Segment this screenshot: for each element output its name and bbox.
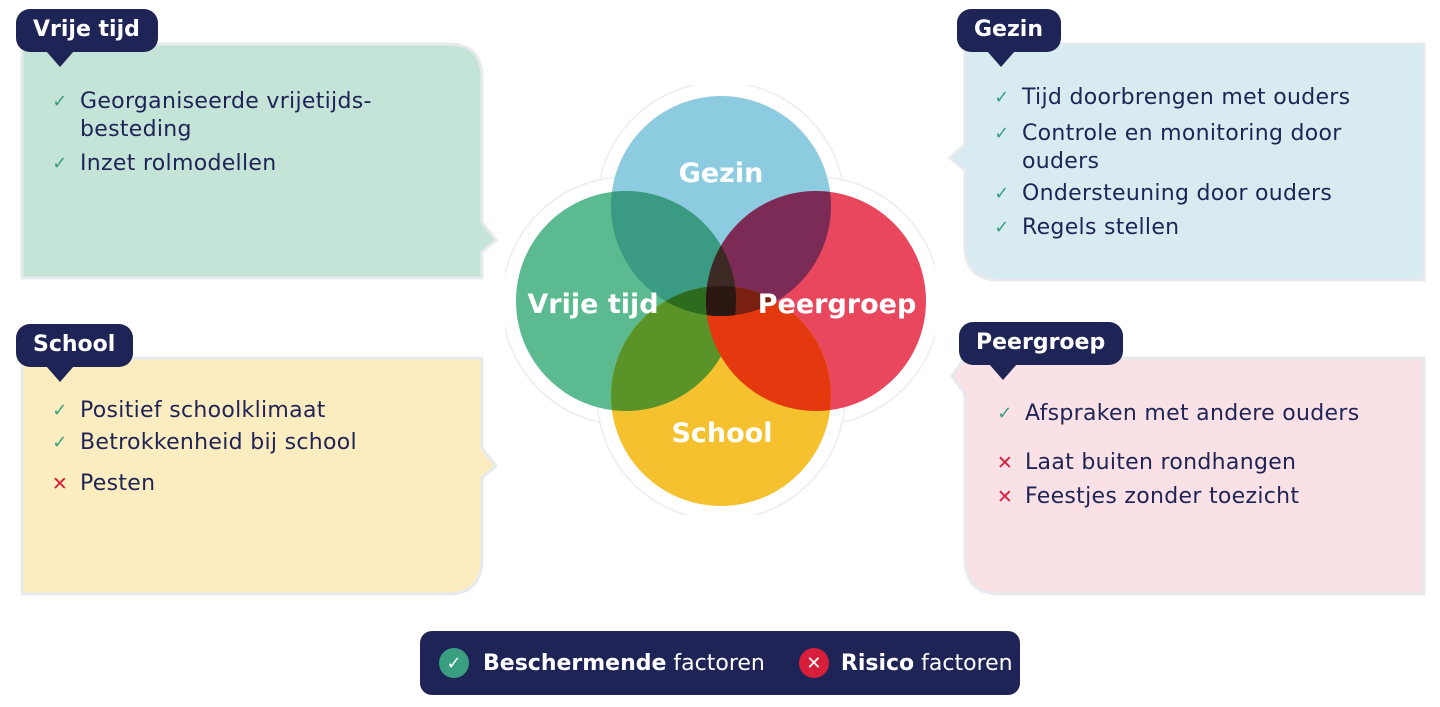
cross-icon: ✕ [51, 473, 69, 495]
panel-vrije-tijd-title: Vrije tijd [16, 9, 158, 67]
panel-vrije-tijd-list: ✓Georganiseerde vrijetijds-besteding ✓In… [50, 88, 470, 178]
panel-peergroep-list: ✓Afspraken met andere ouders ✕Laat buite… [995, 400, 1435, 511]
check-icon: ✓ [52, 400, 68, 421]
list-item: ✓Positief schoolklimaat [50, 397, 470, 425]
list-item: ✓Regels stellen [992, 214, 1432, 242]
panel-gezin-list: ✓Tijd doorbrengen met ouders ✓Controle e… [992, 84, 1432, 242]
venn-label-peergroep: Peergroep [758, 289, 917, 320]
cross-circle-icon: ✕ [798, 648, 829, 678]
list-item: ✓Betrokkenheid bij school [50, 429, 470, 457]
venn-label-school: School [671, 418, 772, 449]
cross-icon: ✕ [996, 486, 1014, 508]
legend: ✓ Beschermende factoren ✕ Risico factore… [420, 631, 1020, 695]
list-item: ✓Inzet rolmodellen [50, 150, 470, 178]
venn-diagram: Gezin Vrije tijd Peergroep School [505, 85, 935, 515]
check-icon: ✓ [994, 217, 1010, 238]
panel-gezin-bubble [947, 42, 1426, 282]
check-icon: ✓ [997, 403, 1013, 424]
list-item: ✓Ondersteuning door ouders [992, 180, 1432, 208]
cross-icon: ✕ [996, 452, 1014, 474]
check-icon: ✓ [52, 91, 68, 112]
check-icon: ✓ [994, 87, 1010, 108]
panel-vrije-tijd-bubble [20, 42, 499, 280]
panel-school-list: ✓Positief schoolklimaat ✓Betrokkenheid b… [50, 397, 470, 498]
panel-peergroep-title: Peergroep [959, 322, 1124, 380]
panel-school: School ✓Positief schoolklimaat ✓Betrokke… [0, 318, 500, 608]
check-circle-icon: ✓ [439, 648, 469, 678]
panel-gezin: Gezin ✓Tijd doorbrengen met ouders ✓Cont… [940, 0, 1440, 290]
list-item: ✕Laat buiten rondhangen [996, 450, 1297, 475]
list-item: ✓Afspraken met andere ouders [995, 400, 1435, 428]
list-item: ✓Georganiseerde vrijetijds-besteding [50, 88, 470, 144]
venn-label-vrije-tijd: Vrije tijd [527, 289, 658, 320]
legend-risk: ✕ Risico factoren [798, 648, 1013, 678]
venn-label-gezin: Gezin [679, 158, 764, 189]
panel-school-title: School [16, 324, 134, 382]
check-icon: ✓ [52, 432, 68, 453]
legend-protective: ✓ Beschermende factoren [439, 648, 765, 678]
list-item: ✓Tijd doorbrengen met ouders [992, 84, 1432, 112]
panel-vrije-tijd: Vrije tijd ✓Georganiseerde vrijetijds-be… [0, 0, 500, 290]
panel-school-bubble [20, 356, 499, 596]
check-icon: ✓ [994, 123, 1010, 144]
panel-peergroep: Peergroep ✓Afspraken met andere ouders ✕… [940, 318, 1440, 608]
check-icon: ✓ [52, 153, 68, 174]
panel-gezin-title: Gezin [957, 9, 1061, 67]
list-item: ✕Pesten [51, 471, 156, 496]
check-icon: ✓ [994, 183, 1010, 204]
panel-peergroep-bubble [950, 356, 1426, 596]
list-item: ✕Feestjes zonder toezicht [996, 484, 1300, 509]
